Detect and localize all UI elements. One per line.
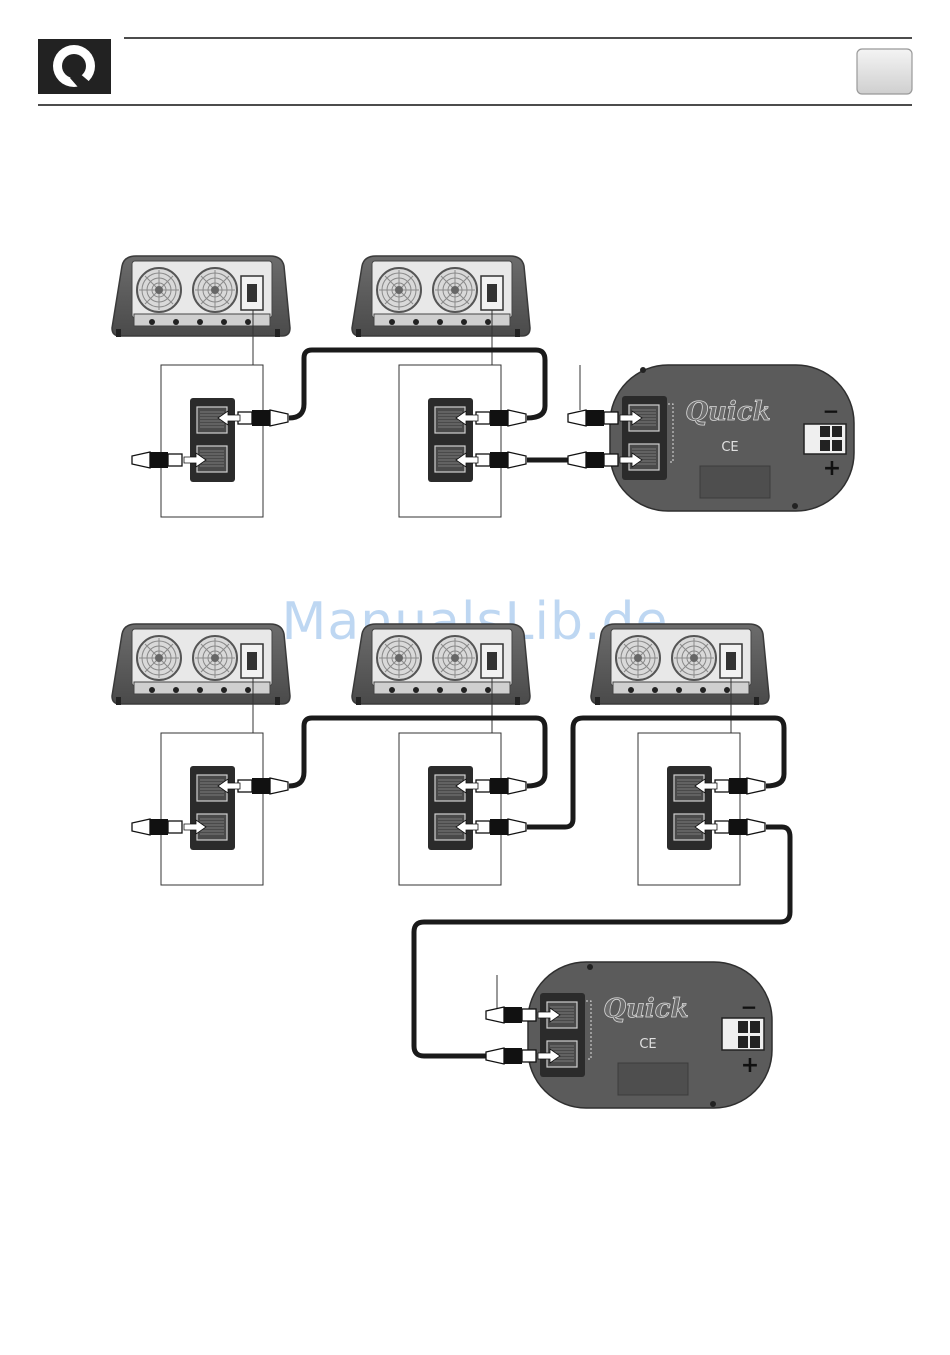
battery-charger-1 [112,624,290,705]
rj-plug-terminator [132,452,182,468]
minus-label: − [741,995,758,1019]
rj-plug [476,410,526,426]
rj-plug-terminator [568,410,618,426]
rj-plug [238,778,288,794]
rj-plug [568,452,618,468]
rj-plug [476,452,526,468]
diagram-two-chargers: Quick CE − + [112,256,854,517]
label-area [618,1063,688,1095]
rj-plug-terminator [486,1007,536,1023]
rj-plug [715,778,765,794]
rj-plug [238,410,288,426]
quick-brand-text: Quick [603,994,688,1024]
minus-label: − [823,399,840,423]
quick-q-logo-icon [38,39,111,94]
remote-control-panel-2: Quick CE − + [528,962,772,1108]
remote-control-panel-1: Quick CE − + [610,365,854,511]
battery-charger-2 [352,256,530,337]
rj-plug [486,1048,536,1064]
label-area [700,466,770,498]
battery-charger-1 [112,256,290,337]
ce-mark: CE [721,440,738,455]
plus-label: + [823,456,841,481]
diagram-three-chargers: Quick CE − + [112,624,790,1108]
battery-charger-3 [591,624,769,705]
plus-label: + [741,1053,759,1078]
ce-mark: CE [639,1037,656,1052]
header [38,38,912,105]
rj-plug-terminator [132,819,182,835]
rj-plug [476,778,526,794]
rj-plug [476,819,526,835]
battery-charger-2 [352,624,530,705]
rj-plug [715,819,765,835]
quick-brand-text: Quick [685,397,770,427]
page-tab-button[interactable] [857,49,912,94]
